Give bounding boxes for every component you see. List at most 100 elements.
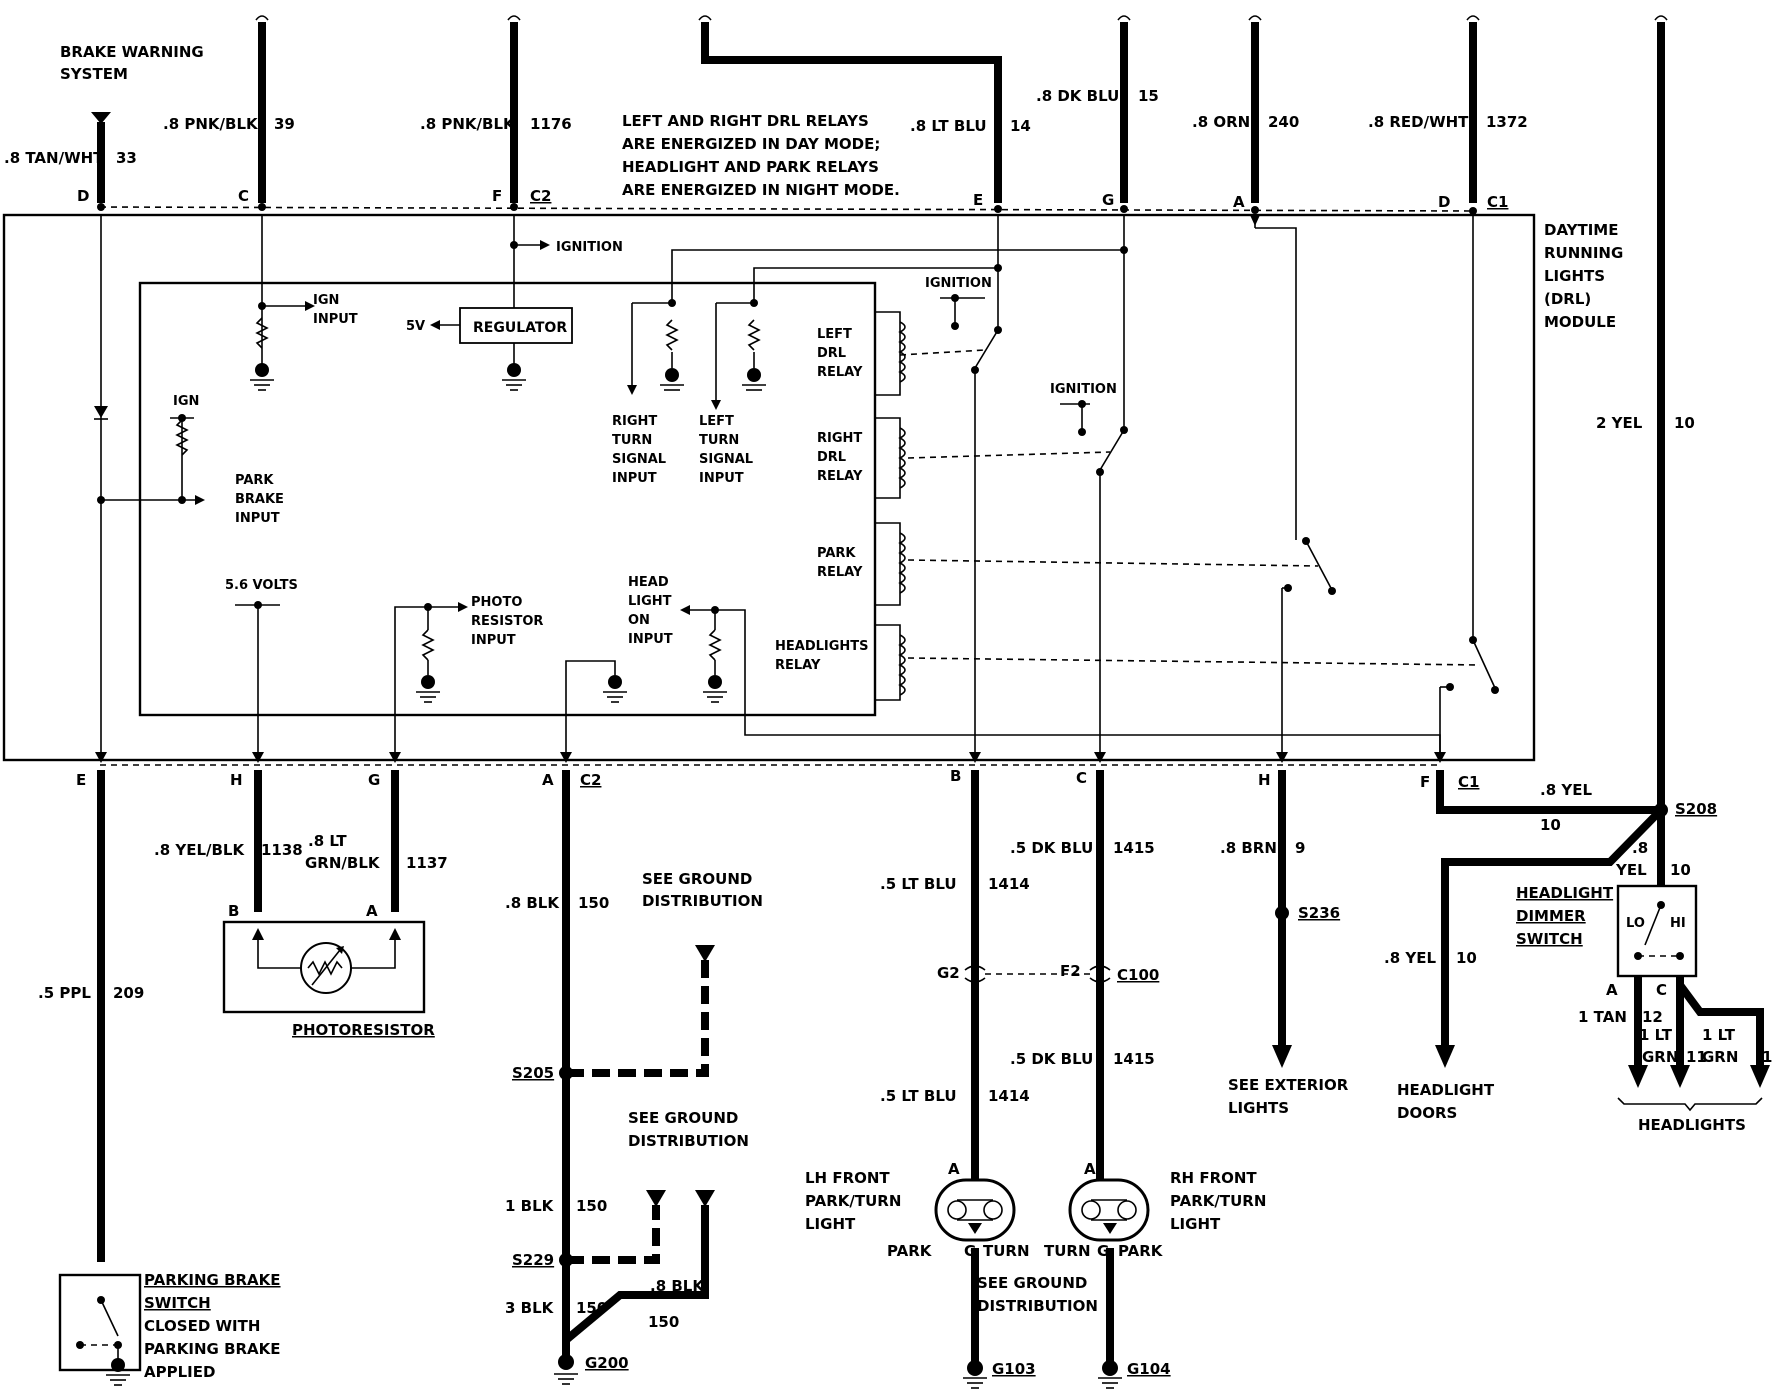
see-ground-notes: SEE GROUND DISTRIBUTION SEE GROUND DISTR… [628,870,1098,1315]
svg-text:S205: S205 [512,1064,554,1082]
svg-text:GRN/BLK: GRN/BLK [305,854,381,872]
svg-text:10: 10 [1456,949,1477,967]
svg-text:INPUT: INPUT [235,511,280,526]
svg-text:.8 LT: .8 LT [308,832,347,850]
svg-text:TURN: TURN [612,433,652,448]
svg-text:HEADLIGHT: HEADLIGHT [1516,884,1614,902]
svg-text:240: 240 [1268,113,1299,131]
svg-text:LH FRONT: LH FRONT [805,1169,890,1187]
svg-text:HEADLIGHTS: HEADLIGHTS [1638,1116,1746,1134]
svg-text:DRL: DRL [817,346,846,361]
brake-warning-note: BRAKE WARNING SYSTEM [60,43,204,83]
svg-text:DIMMER: DIMMER [1516,907,1586,925]
ground-distribution-runs [562,945,715,1360]
svg-text:150: 150 [576,1299,607,1317]
svg-text:RELAY: RELAY [775,658,821,673]
svg-text:5V: 5V [406,319,425,334]
svg-text:HEADLIGHT: HEADLIGHT [1397,1081,1495,1099]
svg-text:PARK: PARK [235,473,274,488]
svg-text:HEADLIGHT AND PARK RELAYS: HEADLIGHT AND PARK RELAYS [622,158,879,176]
svg-text:LEFT: LEFT [817,327,852,342]
svg-text:HEADLIGHTS: HEADLIGHTS [775,639,869,654]
splice-and-ground-labels: S205 S229 S236 S208 G200 G103 G104 G2 F2… [512,800,1717,1378]
svg-text:G104: G104 [1127,1360,1171,1378]
svg-text:DAYTIME: DAYTIME [1544,221,1618,239]
photoresistor-component [222,920,426,1014]
svg-text:.8 YEL: .8 YEL [1540,781,1592,799]
svg-text:.8 LT BLU: .8 LT BLU [910,117,987,135]
svg-text:SIGNAL: SIGNAL [699,452,753,467]
svg-text:9: 9 [1295,839,1305,857]
svg-text:(DRL): (DRL) [1544,290,1591,308]
splice-s236 [1275,906,1289,920]
svg-text:10: 10 [1670,861,1691,879]
svg-text:DISTRIBUTION: DISTRIBUTION [642,892,763,910]
svg-text:1415: 1415 [1113,1050,1155,1068]
svg-text:C1: C1 [1458,773,1479,791]
svg-text:C100: C100 [1117,966,1159,984]
svg-text:G103: G103 [992,1360,1036,1378]
drl-module-outline [2,213,1536,762]
svg-text:SEE EXTERIOR: SEE EXTERIOR [1228,1076,1349,1094]
svg-text:IGNITION: IGNITION [925,276,992,291]
svg-text:DISTRIBUTION: DISTRIBUTION [628,1132,749,1150]
splice-s208 [1654,803,1668,817]
svg-text:HEAD: HEAD [628,575,669,590]
svg-text:3 BLK: 3 BLK [505,1299,555,1317]
svg-text:.5 DK BLU: .5 DK BLU [1010,839,1093,857]
svg-text:.8 YEL: .8 YEL [1384,949,1436,967]
break-marks-top [255,15,1668,21]
svg-text:H: H [1258,771,1271,789]
svg-text:LEFT: LEFT [699,414,734,429]
svg-text:.8 YEL/BLK: .8 YEL/BLK [154,841,245,859]
module-internal-wiring [94,215,1499,755]
svg-text:INPUT: INPUT [612,471,657,486]
svg-text:F: F [492,187,502,205]
wire-yel-10-to-s208 [1436,770,1661,814]
svg-text:.8 RED/WHT: .8 RED/WHT [1368,113,1469,131]
drl-module-inner-board [138,281,877,717]
svg-text:SWITCH: SWITCH [1516,930,1583,948]
svg-text:1 LT: 1 LT [1639,1026,1673,1044]
svg-text:SYSTEM: SYSTEM [60,65,128,83]
svg-text:1 BLK: 1 BLK [505,1197,555,1215]
svg-text:RIGHT: RIGHT [817,431,862,446]
top-pin-letters: D C F C2 E G A D C1 [77,187,1508,211]
bottom-wire-labels: .5 PPL 209 .8 YEL/BLK 1138 .8 LT GRN/BLK… [38,414,1774,1331]
svg-text:11: 11 [1686,1048,1707,1066]
svg-text:PARK: PARK [1118,1242,1164,1260]
svg-text:PARK: PARK [887,1242,933,1260]
svg-text:F2: F2 [1060,962,1081,980]
svg-text:1372: 1372 [1486,113,1528,131]
svg-text:INPUT: INPUT [699,471,744,486]
svg-text:D: D [77,187,89,205]
svg-text:TURN: TURN [1044,1242,1091,1260]
svg-text:IGNITION: IGNITION [556,240,623,255]
svg-text:12: 12 [1642,1008,1663,1026]
svg-text:.8 DK BLU: .8 DK BLU [1036,87,1119,105]
svg-text:1415: 1415 [1113,839,1155,857]
svg-text:REGULATOR: REGULATOR [473,320,567,336]
svg-text:DOORS: DOORS [1397,1104,1457,1122]
svg-text:TURN: TURN [699,433,739,448]
svg-text:10: 10 [1540,816,1561,834]
svg-text:1137: 1137 [406,854,448,872]
svg-text:G200: G200 [585,1354,629,1372]
svg-text:MODULE: MODULE [1544,313,1616,331]
svg-text:.8 TAN/WHT: .8 TAN/WHT [4,149,104,167]
bottom-pin-letters: E H G A C2 B C H F C1 [76,767,1479,791]
svg-text:IGNITION: IGNITION [1050,382,1117,397]
svg-text:.8: .8 [1632,839,1648,857]
ground-g200-symbol [554,1354,578,1385]
svg-text:5.6 VOLTS: 5.6 VOLTS [225,578,298,593]
svg-text:S236: S236 [1298,904,1340,922]
svg-text:GRN: GRN [1702,1048,1738,1066]
svg-text:.5 LT BLU: .5 LT BLU [880,875,957,893]
svg-text:A: A [1084,1160,1096,1178]
svg-text:150: 150 [648,1313,679,1331]
svg-text:C1: C1 [1487,193,1508,211]
svg-text:TURN: TURN [983,1242,1030,1260]
svg-text:SEE GROUND: SEE GROUND [628,1109,738,1127]
svg-text:.8 PNK/BLK: .8 PNK/BLK [420,115,516,133]
svg-text:E: E [973,191,983,209]
